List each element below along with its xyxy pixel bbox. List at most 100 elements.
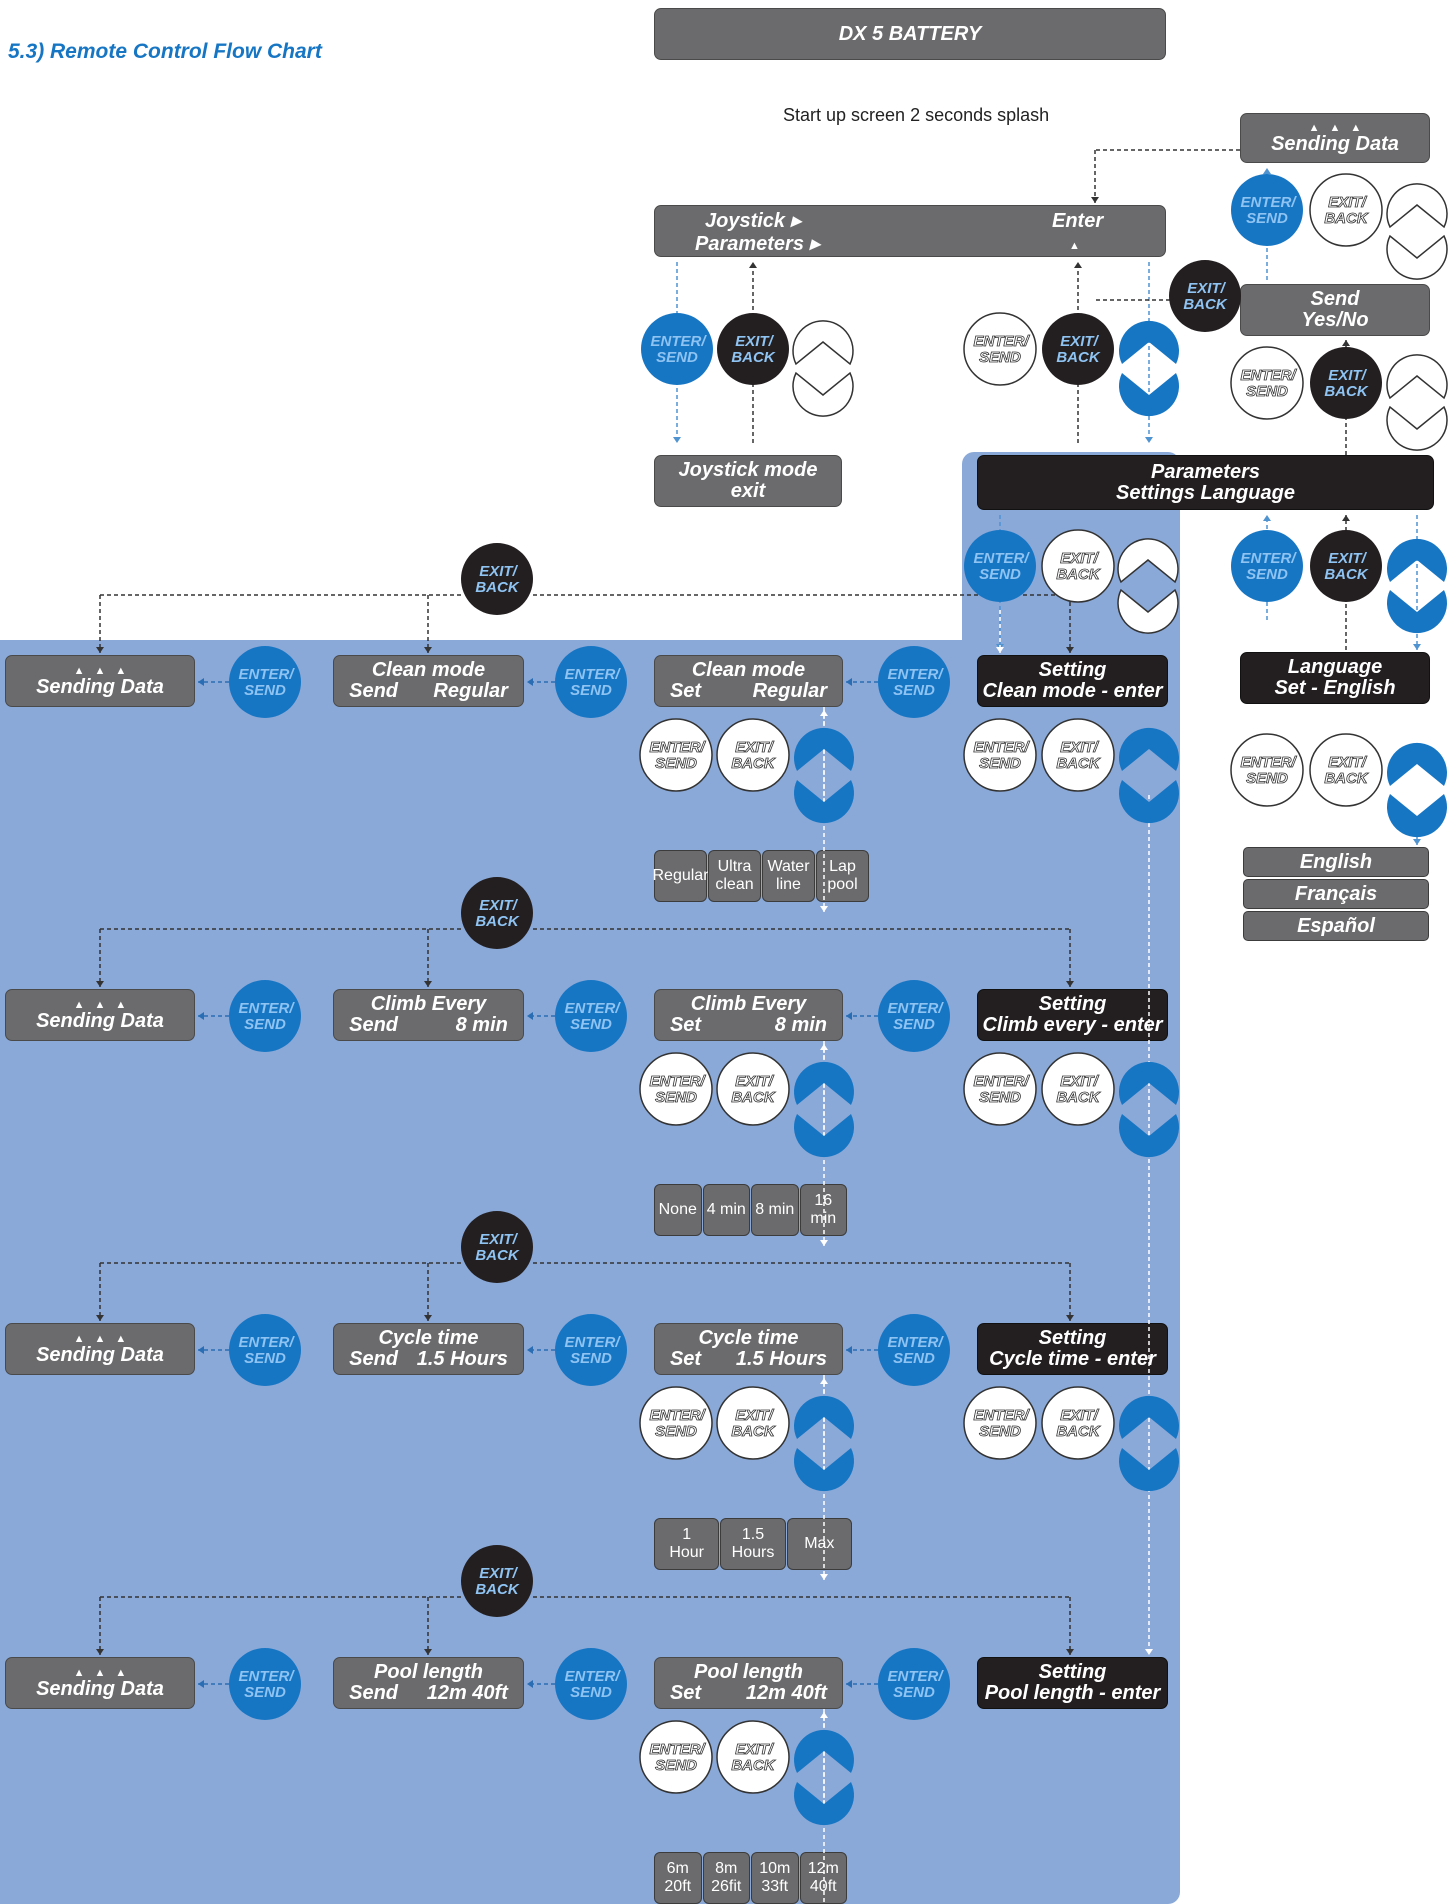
exit-back-button[interactable]: EXIT/BACK xyxy=(1041,1052,1115,1126)
exit-back-button[interactable]: EXIT/BACK xyxy=(1309,173,1383,247)
option-button[interactable]: Regular xyxy=(652,850,709,902)
exit-back-button[interactable]: EXIT/BACK xyxy=(716,1720,790,1794)
option-button[interactable]: 1 Hour xyxy=(654,1518,720,1570)
enter-send-button[interactable]: ENTER/SEND xyxy=(639,1720,713,1794)
option-button[interactable]: 10m 33ft xyxy=(751,1852,799,1904)
language-option-francais[interactable]: Français xyxy=(1243,879,1429,909)
exit-back-button[interactable]: EXIT/BACK xyxy=(461,877,533,949)
up-button[interactable] xyxy=(1387,742,1447,786)
enter-send-button[interactable]: ENTER/SEND xyxy=(878,1314,950,1386)
enter-send-button[interactable]: ENTER/SEND xyxy=(1230,346,1304,420)
enter-send-button[interactable]: ENTER/SEND xyxy=(963,312,1037,386)
enter-send-button[interactable]: ENTER/SEND xyxy=(639,718,713,792)
option-button[interactable]: Water line xyxy=(762,850,815,902)
enter-send-button[interactable]: ENTER/SEND xyxy=(555,646,627,718)
up-button[interactable] xyxy=(1119,1395,1179,1439)
send-value: 12m 40ft xyxy=(426,1682,508,1704)
up-button[interactable] xyxy=(1387,538,1447,582)
exit-back-button[interactable]: EXIT/BACK xyxy=(716,718,790,792)
enter-send-button[interactable]: ENTER/SEND xyxy=(878,1648,950,1720)
enter-send-button[interactable]: ENTER/SEND xyxy=(641,313,713,385)
send-setting-name: Cycle time xyxy=(378,1327,479,1349)
enter-send-button[interactable]: ENTER/SEND xyxy=(555,1314,627,1386)
up-button[interactable] xyxy=(1386,354,1448,400)
enter-send-button[interactable]: ENTER/SEND xyxy=(229,1648,301,1720)
option-button[interactable]: 6m 20ft xyxy=(654,1852,702,1904)
enter-send-button[interactable]: ENTER/SEND xyxy=(555,1648,627,1720)
exit-back-button[interactable]: EXIT/BACK xyxy=(1310,347,1382,419)
option-button[interactable]: Lap pool xyxy=(816,850,869,902)
down-button[interactable] xyxy=(794,780,854,824)
exit-back-button[interactable]: EXIT/BACK xyxy=(716,1052,790,1126)
enter-send-button[interactable]: ENTER/SEND xyxy=(963,1386,1037,1460)
down-button[interactable] xyxy=(1119,1114,1179,1158)
up-button[interactable] xyxy=(794,1729,854,1773)
option-button[interactable]: 1.5 Hours xyxy=(720,1518,786,1570)
up-button[interactable] xyxy=(1117,538,1179,584)
enter-send-button[interactable]: ENTER/SEND xyxy=(229,980,301,1052)
exit-label: EXIT/ xyxy=(1328,550,1367,567)
up-button[interactable] xyxy=(1119,727,1179,771)
down-button[interactable] xyxy=(1386,405,1448,451)
send-label: Send xyxy=(349,1348,399,1370)
enter-send-button[interactable]: ENTER/SEND xyxy=(229,646,301,718)
up-button[interactable] xyxy=(792,320,854,366)
setting-enter-label: Clean mode - enter xyxy=(982,680,1163,702)
enter-send-button[interactable]: ENTER/SEND xyxy=(639,1386,713,1460)
down-button[interactable] xyxy=(1119,1448,1179,1492)
option-button[interactable]: 8 min xyxy=(751,1184,799,1236)
down-button[interactable] xyxy=(1387,590,1447,634)
exit-back-button[interactable]: EXIT/BACK xyxy=(461,1211,533,1283)
down-button[interactable] xyxy=(794,1114,854,1158)
exit-back-button[interactable]: EXIT/BACK xyxy=(717,313,789,385)
down-button[interactable] xyxy=(1119,780,1179,824)
down-button[interactable] xyxy=(794,1448,854,1492)
exit-back-button[interactable]: EXIT/BACK xyxy=(1041,529,1115,603)
enter-label: SEND xyxy=(655,1423,697,1440)
up-button[interactable] xyxy=(794,1395,854,1439)
down-button[interactable] xyxy=(794,1782,854,1826)
sending-data-screen: ▲▲▲Sending Data xyxy=(5,1657,195,1709)
enter-label: SEND xyxy=(655,1757,697,1774)
enter-send-button[interactable]: ENTER/SEND xyxy=(963,718,1037,792)
up-button[interactable] xyxy=(794,727,854,771)
enter-send-button[interactable]: ENTER/SEND xyxy=(1231,174,1303,246)
exit-back-button[interactable]: EXIT/BACK xyxy=(1041,718,1115,792)
option-button[interactable]: 4 min xyxy=(702,1184,750,1236)
up-button[interactable] xyxy=(1119,1061,1179,1105)
enter-label: SEND xyxy=(1246,566,1288,583)
down-button[interactable] xyxy=(1119,373,1180,417)
enter-send-button[interactable]: ENTER/SEND xyxy=(964,530,1036,602)
enter-send-button[interactable]: ENTER/SEND xyxy=(878,980,950,1052)
down-button[interactable] xyxy=(1117,588,1179,634)
enter-send-button[interactable]: ENTER/SEND xyxy=(963,1052,1037,1126)
enter-send-button[interactable]: ENTER/SEND xyxy=(229,1314,301,1386)
up-button[interactable] xyxy=(794,1061,854,1105)
exit-back-button[interactable]: EXIT/BACK xyxy=(461,1545,533,1617)
language-option-espanol[interactable]: Español xyxy=(1243,911,1429,941)
exit-back-button[interactable]: EXIT/BACK xyxy=(1169,260,1241,332)
enter-send-button[interactable]: ENTER/SEND xyxy=(555,980,627,1052)
enter-send-button[interactable]: ENTER/SEND xyxy=(1231,530,1303,602)
down-button[interactable] xyxy=(1386,234,1448,280)
down-button[interactable] xyxy=(1387,794,1447,838)
up-button[interactable] xyxy=(1386,183,1448,229)
language-option-english[interactable]: English xyxy=(1243,847,1429,877)
enter-send-button[interactable]: ENTER/SEND xyxy=(878,646,950,718)
enter-send-button[interactable]: ENTER/SEND xyxy=(639,1052,713,1126)
exit-label: BACK xyxy=(1056,349,1100,366)
exit-back-button[interactable]: EXIT/BACK xyxy=(1309,733,1383,807)
down-button[interactable] xyxy=(792,371,854,417)
setting-enter-label: Climb every - enter xyxy=(982,1014,1163,1036)
up-button[interactable] xyxy=(1119,320,1180,364)
exit-back-button[interactable]: EXIT/BACK xyxy=(1042,313,1114,385)
exit-back-button[interactable]: EXIT/BACK xyxy=(461,543,533,615)
option-button[interactable]: Max xyxy=(786,1518,852,1570)
exit-back-button[interactable]: EXIT/BACK xyxy=(1041,1386,1115,1460)
exit-back-button[interactable]: EXIT/BACK xyxy=(1310,530,1382,602)
option-button[interactable]: None xyxy=(654,1184,702,1236)
enter-send-button[interactable]: ENTER/SEND xyxy=(1230,733,1304,807)
exit-back-button[interactable]: EXIT/BACK xyxy=(716,1386,790,1460)
option-button[interactable]: Ultra clean xyxy=(708,850,761,902)
